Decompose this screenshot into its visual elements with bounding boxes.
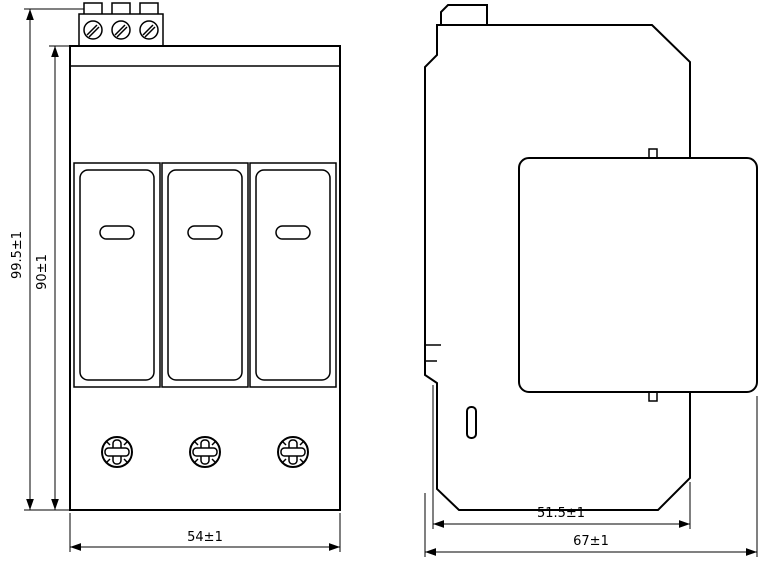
side-view: 51.5±1 67±1 [424, 4, 758, 557]
terminal-bump [139, 2, 159, 16]
terminal-screw [139, 20, 159, 40]
module-latch-tab [648, 148, 658, 159]
protection-module [161, 162, 249, 388]
protection-module [73, 162, 161, 388]
indicator-window [99, 225, 135, 240]
top-tab [440, 4, 488, 25]
indicator-window [187, 225, 223, 240]
dim-label-rail-depth: 51.5±1 [537, 506, 585, 521]
device-housing [69, 45, 341, 511]
front-view-dimensions: 99.5±1 90±1 54±1 [10, 8, 341, 552]
dim-label-body-height: 90±1 [35, 254, 50, 290]
dim-label-width: 54±1 [187, 530, 223, 545]
terminal-screw [111, 20, 131, 40]
terminal-bump [83, 2, 103, 16]
phillips-screw [277, 436, 309, 468]
terminal-screw [83, 20, 103, 40]
terminal-block [78, 2, 164, 47]
phillips-screw [189, 436, 221, 468]
release-slot [466, 406, 477, 439]
module-side-body [518, 157, 758, 393]
dim-label-overall-height: 99.5±1 [10, 231, 25, 279]
dim-label-overall-depth: 67±1 [573, 534, 609, 549]
front-view: 99.5±1 90±1 54±1 [10, 2, 341, 552]
terminal-bump [111, 2, 131, 16]
phillips-screw [101, 436, 133, 468]
protection-module [249, 162, 337, 388]
module-latch-tab [648, 391, 658, 402]
side-view-dimensions: 51.5±1 67±1 [424, 385, 758, 557]
indicator-window [275, 225, 311, 240]
